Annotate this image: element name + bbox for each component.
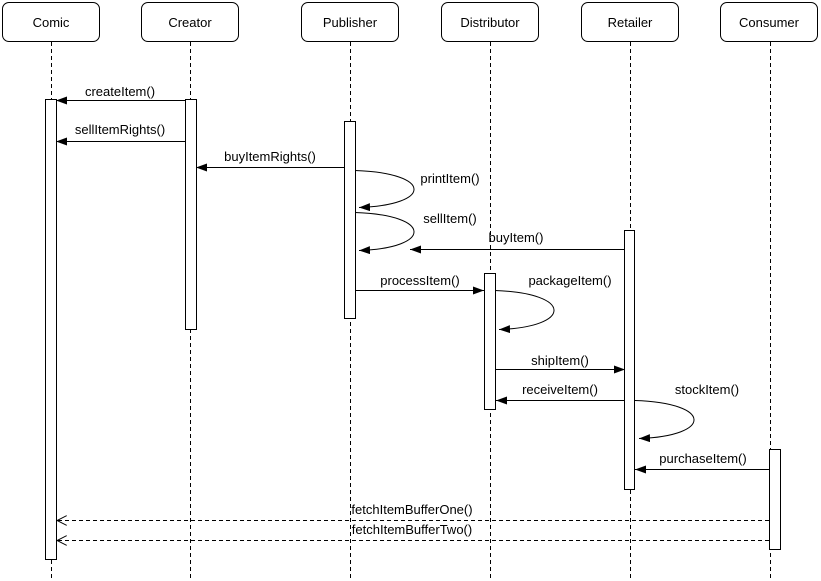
participant-label: Retailer: [607, 14, 653, 30]
participant-box-consumer: Consumer: [720, 2, 818, 42]
message-label-printitem: printItem(): [420, 171, 480, 186]
activation-bar-creator: [185, 99, 197, 330]
message-label-sellitemrights: sellItemRights(): [74, 122, 166, 137]
participant-box-retailer: Retailer: [581, 2, 679, 42]
participant-box-comic: Comic: [2, 2, 100, 42]
self-loop-printitem: [354, 170, 415, 212]
message-label-processitem: processItem(): [380, 273, 460, 288]
participant-label: Consumer: [739, 14, 799, 30]
participant-label: Comic: [32, 14, 70, 30]
activation-bar-distributor: [484, 273, 496, 410]
message-label-buyitemrights: buyItemRights(): [224, 149, 316, 164]
participant-box-publisher: Publisher: [301, 2, 399, 42]
participant-label: Distributor: [460, 14, 520, 30]
activation-bar-publisher: [344, 121, 356, 319]
self-loop-stockitem: [634, 400, 695, 443]
message-label-fetchitembuffertwo: fetchItemBufferTwo(): [351, 522, 473, 537]
participant-label: Publisher: [322, 14, 378, 30]
self-loop-sellitem: [354, 212, 415, 255]
message-label-shipitem: shipItem(): [531, 353, 589, 368]
message-label-packageitem: packageItem(): [528, 273, 612, 288]
activation-bar-retailer: [624, 230, 635, 490]
message-label-receiveitem: receiveItem(): [522, 382, 598, 397]
message-label-purchaseitem: purchaseItem(): [659, 451, 747, 466]
activation-bar-consumer: [769, 449, 781, 550]
participant-label: Creator: [168, 14, 212, 30]
message-label-buyitem: buyItem(): [488, 230, 544, 245]
activation-bar-comic: [45, 99, 57, 560]
participant-box-distributor: Distributor: [441, 2, 539, 42]
participant-box-creator: Creator: [141, 2, 239, 42]
message-label-sellitem: sellItem(): [423, 211, 477, 226]
self-loop-packageitem: [494, 290, 555, 334]
message-label-stockitem: stockItem(): [674, 382, 740, 397]
message-label-createitem: createItem(): [84, 84, 156, 99]
message-label-fetchitembufferone: fetchItemBufferOne(): [351, 502, 473, 517]
